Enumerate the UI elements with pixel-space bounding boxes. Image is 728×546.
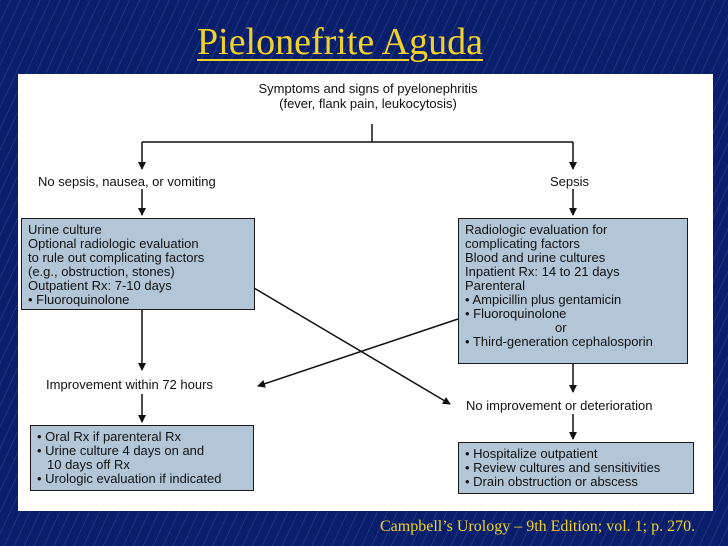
arrow-left-box-to-no-improvement [253, 287, 451, 405]
outpatient-line: to rule out complicating factors [28, 250, 205, 265]
flowchart-panel: Symptoms and signs of pyelonephritis (fe… [18, 74, 713, 511]
inpatient-line: complicating factors [465, 236, 580, 251]
inpatient-line: • Third-generation cephalosporin [465, 334, 653, 349]
deterioration-line: • Drain obstruction or abscess [465, 474, 638, 489]
source-citation: Campbell’s Urology – 9th Edition; vol. 1… [380, 518, 696, 535]
outpatient-line: • Fluoroquinolone [28, 292, 130, 307]
top-symptoms-label: Symptoms and signs of pyelonephritis (fe… [218, 81, 518, 111]
slide-title: Pielonefrite Aguda [197, 21, 483, 63]
improvement-line: • Oral Rx if parenteral Rx [37, 429, 181, 444]
inpatient-line: • Ampicillin plus gentamicin [465, 292, 622, 307]
top-symptoms-line2: (fever, flank pain, leukocytosis) [279, 96, 457, 111]
outpatient-line: Outpatient Rx: 7-10 days [28, 278, 172, 293]
deterioration-line: • Review cultures and sensitivities [465, 460, 661, 475]
improvement-line: • Urologic evaluation if indicated [37, 471, 222, 486]
inpatient-line: • Fluoroquinolone [465, 306, 567, 321]
sepsis-label: Sepsis [550, 174, 590, 189]
inpatient-box: Radiologic evaluation for complicating f… [458, 218, 688, 364]
improvement-box: • Oral Rx if parenteral Rx • Urine cultu… [30, 425, 254, 491]
inpatient-line: Blood and urine cultures [465, 250, 606, 265]
inpatient-line: Parenteral [465, 278, 525, 293]
outpatient-box: Urine culture Optional radiologic evalua… [21, 218, 255, 310]
deterioration-line: • Hospitalize outpatient [465, 446, 598, 461]
outpatient-line: Optional radiologic evaluation [28, 236, 199, 251]
improvement-line: • Urine culture 4 days on and [37, 443, 205, 458]
outpatient-line: Urine culture [28, 222, 102, 237]
inpatient-line: Inpatient Rx: 14 to 21 days [465, 264, 620, 279]
no-sepsis-label: No sepsis, nausea, or vomiting [38, 174, 216, 189]
inpatient-or: or [555, 320, 567, 335]
improvement-label: Improvement within 72 hours [46, 377, 213, 392]
deterioration-box: • Hospitalize outpatient • Review cultur… [458, 442, 694, 494]
improvement-line: 10 days off Rx [47, 457, 130, 472]
outpatient-line: (e.g., obstruction, stones) [28, 264, 175, 279]
inpatient-line: Radiologic evaluation for [465, 222, 608, 237]
arrow-right-box-to-improvement [257, 318, 459, 388]
top-symptoms-line1: Symptoms and signs of pyelonephritis [258, 81, 478, 96]
no-improvement-label: No improvement or deterioration [466, 398, 653, 413]
flowchart-connectors [138, 124, 577, 440]
